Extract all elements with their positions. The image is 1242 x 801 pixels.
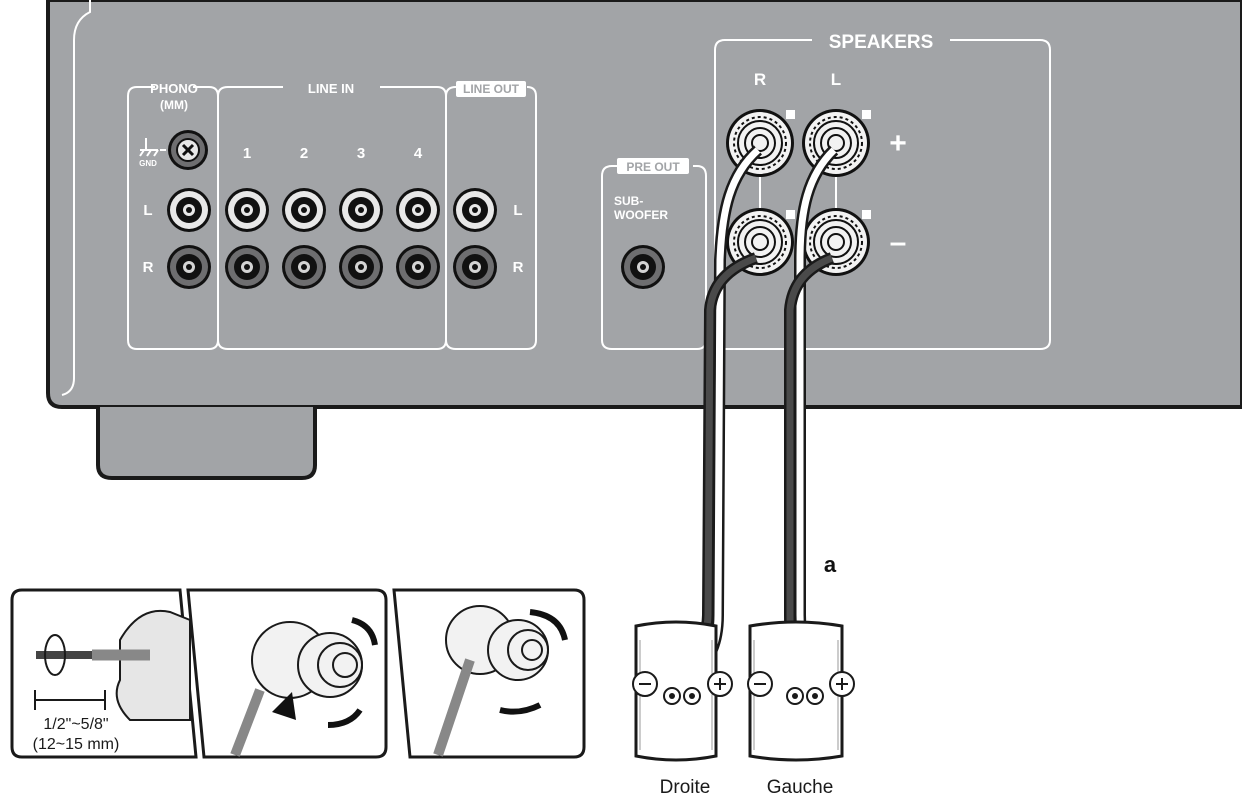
speakers-l-label: L (831, 70, 841, 89)
phono-r-jack (167, 245, 211, 289)
minus-sign: – (890, 226, 907, 259)
phono-channel-l: L (143, 202, 152, 219)
insert-wire-panel (186, 588, 388, 759)
speaker-l-plus-terminal (801, 108, 871, 178)
ground-icon (139, 138, 166, 157)
subwoofer-label-line1: SUB- (614, 194, 643, 208)
line-out-r-jack (453, 245, 497, 289)
line-in-frame (217, 86, 447, 350)
line-in-3-l-jack (339, 188, 383, 232)
gnd-label: GND (139, 159, 157, 168)
speakers-frame (714, 39, 1051, 350)
strip-wire-panel (10, 588, 198, 759)
panel-foot (96, 407, 317, 480)
strip-length-mm: (12~15 mm) (33, 736, 120, 753)
plus-sign: + (889, 127, 907, 160)
right-speaker-label: Droite (660, 777, 711, 798)
line-out-channel-r: R (513, 259, 524, 276)
left-speaker (747, 620, 855, 762)
line-in-3-r-jack (339, 245, 383, 289)
speakers-title: SPEAKERS (829, 32, 934, 53)
subwoofer-jack (621, 245, 665, 289)
phono-channel-r: R (143, 259, 154, 276)
callout-marker: a (824, 552, 837, 577)
phono-l-jack (167, 188, 211, 232)
phono-title: PHONO (150, 81, 198, 96)
phono-subtitle: (MM) (160, 98, 188, 112)
line-in-1-l-jack (225, 188, 269, 232)
line-in-2-l-jack (282, 188, 326, 232)
line-out-l-jack (453, 188, 497, 232)
line-in-title: LINE IN (308, 81, 354, 96)
line-out-frame (445, 86, 537, 350)
line-out-badge (456, 81, 526, 97)
left-speaker-label: Gauche (767, 777, 834, 798)
subwoofer-label-line2: WOOFER (614, 208, 668, 222)
line-in-4-r-jack (396, 245, 440, 289)
phono-frame (127, 86, 219, 350)
rear-panel (46, 0, 1242, 409)
line-in-1-r-jack (225, 245, 269, 289)
strip-length-inch: 1/2"~5/8" (43, 716, 108, 733)
pre-out-title: PRE OUT (626, 160, 680, 174)
line-in-number-1: 1 (243, 145, 251, 162)
line-out-channel-l: L (513, 202, 522, 219)
line-in-number-4: 4 (414, 145, 423, 162)
ground-screw-icon (168, 130, 208, 170)
line-out-title: LINE OUT (463, 82, 520, 96)
speakers-r-label: R (754, 70, 766, 89)
right-speaker (632, 620, 733, 762)
line-in-number-3: 3 (357, 145, 365, 162)
line-in-4-l-jack (396, 188, 440, 232)
line-in-number-2: 2 (300, 145, 308, 162)
pre-out-frame (601, 165, 707, 350)
pre-out-badge (617, 158, 689, 174)
tighten-terminal-panel (392, 588, 586, 759)
line-in-2-r-jack (282, 245, 326, 289)
